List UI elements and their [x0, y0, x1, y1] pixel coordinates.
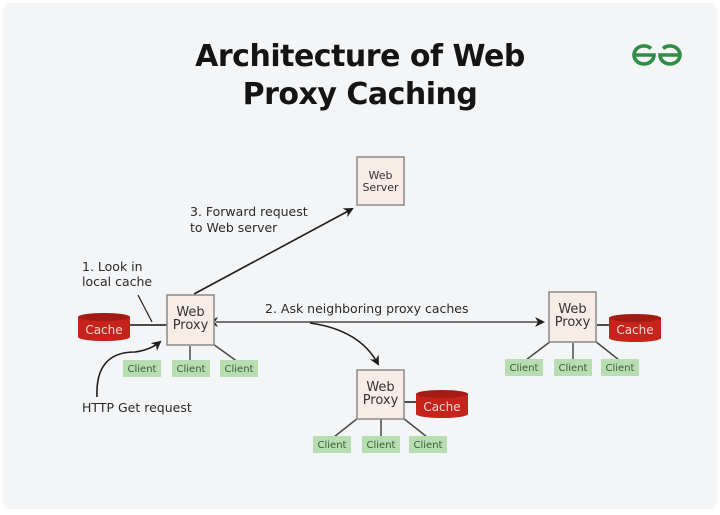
main-proxy-label-2: Proxy — [173, 318, 209, 333]
step3-label-1: 3. Forward request — [190, 204, 308, 219]
right-cache-top — [609, 314, 661, 322]
http-get-label: HTTP Get request — [82, 400, 192, 415]
main-cache: Cache — [78, 313, 130, 341]
title-line-2: Proxy Caching — [242, 77, 478, 112]
right-client-link-3 — [594, 340, 620, 361]
bottom-cache-body — [416, 394, 468, 414]
bottom-client-1-label: Client — [318, 440, 347, 451]
right-cache-label: Cache — [616, 323, 653, 337]
bottom-cache-bottom — [416, 410, 468, 418]
web-server-label-2: Server — [362, 181, 399, 194]
right-client-1-label: Client — [510, 363, 539, 374]
bottom-proxy-label-1: Web — [366, 380, 394, 395]
web-server-label-1: Web — [369, 169, 393, 182]
main-cache-top — [78, 313, 130, 321]
forward-request-arrow — [193, 208, 354, 295]
step1-pointer — [137, 294, 153, 323]
right-client-3-label: Client — [606, 363, 635, 374]
right-client-2 — [554, 359, 592, 376]
title-line-1: Architecture of Web — [195, 39, 525, 74]
bottom-proxy-label-2: Proxy — [363, 393, 399, 408]
main-cache-body — [78, 317, 130, 337]
step1-label-1: 1. Look in — [82, 259, 143, 274]
ask-bottom-proxy-arrow — [309, 322, 379, 366]
right-cache-bottom — [609, 334, 661, 342]
diagram-title: Architecture of Web Proxy Caching — [0, 38, 720, 114]
right-proxy-label-1: Web — [558, 302, 586, 317]
main-client-2 — [172, 360, 210, 377]
main-proxy-group: Cache Web Proxy Client Client Client — [78, 294, 258, 377]
right-proxy-box — [548, 291, 597, 343]
main-client-link-3 — [212, 343, 239, 363]
right-cache-body — [609, 318, 661, 338]
main-proxy-box — [166, 294, 215, 346]
bottom-client-2-label: Client — [367, 440, 396, 451]
main-proxy-label-1: Web — [176, 305, 204, 320]
bottom-cache-label: Cache — [423, 400, 460, 414]
main-client-1 — [123, 360, 161, 377]
bottom-cache-top — [416, 390, 468, 398]
right-cache: Cache — [609, 314, 661, 342]
right-proxy-label-2: Proxy — [555, 315, 591, 330]
right-client-link-1 — [525, 340, 552, 361]
main-client-3 — [220, 360, 258, 377]
right-client-1 — [505, 359, 543, 376]
main-client-2-label: Client — [177, 364, 206, 375]
right-proxy-group: Web Proxy Cache Client Client Client — [505, 291, 661, 376]
bottom-client-link-3 — [402, 417, 428, 438]
main-client-3-label: Client — [225, 364, 254, 375]
gfg-logo-icon — [632, 44, 682, 66]
diagram-card — [3, 3, 717, 509]
main-cache-label: Cache — [85, 323, 122, 337]
step3-label-2: to Web server — [190, 220, 278, 235]
right-client-3 — [601, 359, 639, 376]
web-server-node: Web Server — [356, 156, 405, 206]
bottom-client-1 — [313, 436, 351, 453]
bottom-client-2 — [362, 436, 400, 453]
web-server-box — [356, 156, 405, 206]
main-client-1-label: Client — [128, 364, 157, 375]
step1-label-2: local cache — [82, 274, 152, 289]
bottom-client-3-label: Client — [414, 440, 443, 451]
bottom-cache: Cache — [416, 390, 468, 418]
bottom-client-link-1 — [333, 417, 359, 438]
step2-label: 2. Ask neighboring proxy caches — [265, 301, 469, 316]
bottom-client-3 — [409, 436, 447, 453]
right-client-2-label: Client — [559, 363, 588, 374]
bottom-proxy-box — [356, 369, 405, 420]
bottom-proxy-group: Web Proxy Cache Client Client Client — [313, 369, 468, 453]
main-cache-bottom — [78, 333, 130, 341]
http-get-arrow — [96, 340, 162, 398]
